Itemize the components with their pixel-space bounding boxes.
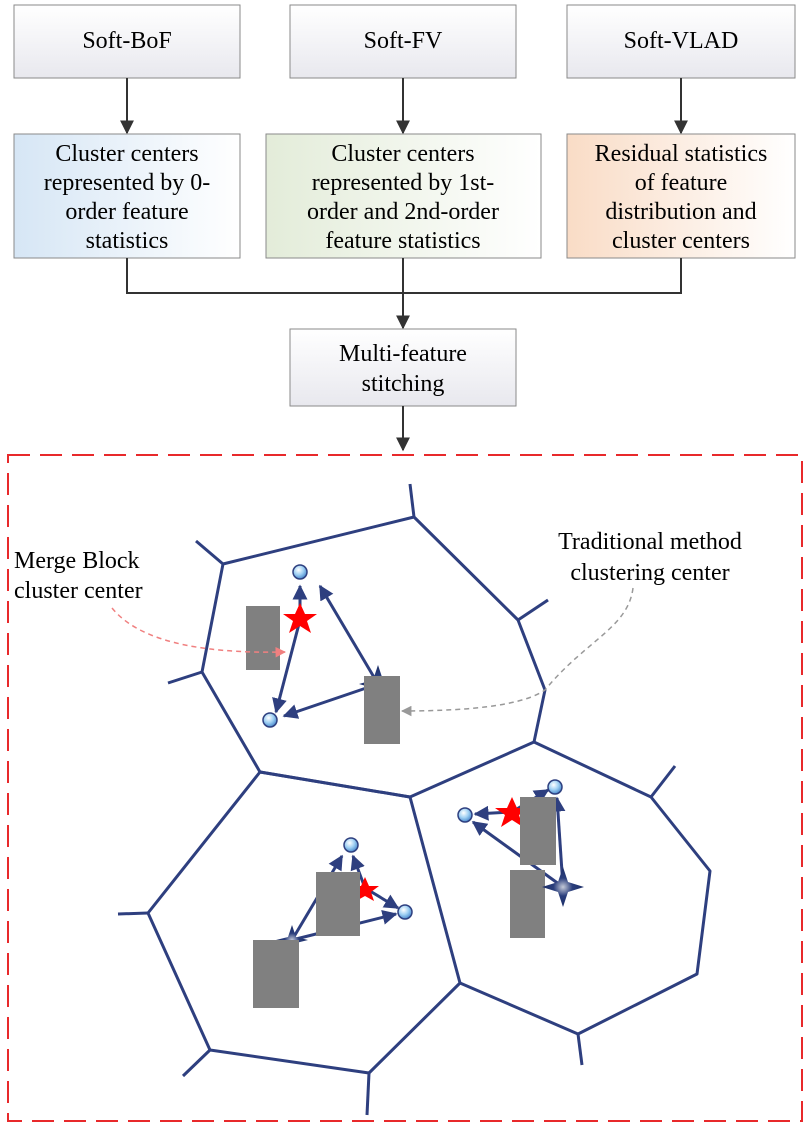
fv-desc-line-4: feature statistics [325, 228, 480, 254]
traditional-center-star-icon [542, 867, 584, 907]
traditional-label-line-2: clustering center [570, 560, 729, 586]
box-fv-description: Cluster centers represented by 1st- orde… [265, 133, 542, 259]
merge-center-star-icon [283, 603, 317, 633]
occluder-block [510, 870, 545, 938]
box-soft-vlad-label: Soft-VLAD [624, 28, 739, 54]
vlad-desc-line-1: Residual statistics [595, 141, 768, 167]
bof-desc-line-1: Cluster centers [55, 141, 198, 167]
clustering-frame [7, 454, 803, 1122]
occluder-block [246, 606, 280, 670]
occluder-block [364, 676, 400, 744]
traditional-callout-arrow [400, 587, 634, 717]
fv-desc-line-2: represented by 1st- [312, 170, 495, 196]
data-point-node [292, 564, 308, 580]
bof-desc-line-2: represented by 0- [44, 170, 211, 196]
box-soft-fv: Soft-FV [289, 4, 517, 79]
box-soft-bof-label: Soft-BoF [82, 28, 171, 54]
box-vlad-description: Residual statistics of feature distribut… [566, 133, 796, 259]
box-soft-bof: Soft-BoF [13, 4, 241, 79]
vlad-desc-line-4: cluster centers [612, 228, 750, 254]
bof-desc-line-3: order feature [65, 199, 188, 225]
box-soft-vlad: Soft-VLAD [566, 4, 796, 79]
vlad-desc-line-2: of feature [635, 170, 728, 196]
data-point-node [457, 807, 473, 823]
data-point-node [262, 712, 278, 728]
box-soft-fv-label: Soft-FV [364, 28, 443, 54]
bof-desc-line-4: statistics [86, 228, 169, 254]
occluder-block [316, 872, 360, 936]
voronoi-cells [117, 483, 712, 1116]
merge-callout-arrow [111, 607, 287, 658]
fv-desc-line-3: order and 2nd-order [307, 199, 499, 225]
cluster-top [272, 584, 380, 719]
traditional-label-line-1: Traditional method [558, 529, 742, 555]
merge-label-line-2: cluster center [14, 578, 143, 604]
box-bof-description: Cluster centers represented by 0- order … [13, 133, 241, 259]
stitch-line-1: Multi-feature [339, 341, 467, 367]
data-point-node [343, 837, 359, 853]
data-point-node [547, 779, 563, 795]
fv-desc-line-1: Cluster centers [331, 141, 474, 167]
box-multi-feature-stitching: Multi-feature stitching [289, 328, 517, 407]
merge-label-line-1: Merge Block [14, 548, 140, 574]
occluder-block [253, 940, 299, 1008]
data-point-node [397, 904, 413, 920]
occluder-block [520, 797, 556, 865]
vlad-desc-line-3: distribution and [605, 199, 756, 225]
stitch-line-2: stitching [362, 371, 445, 397]
